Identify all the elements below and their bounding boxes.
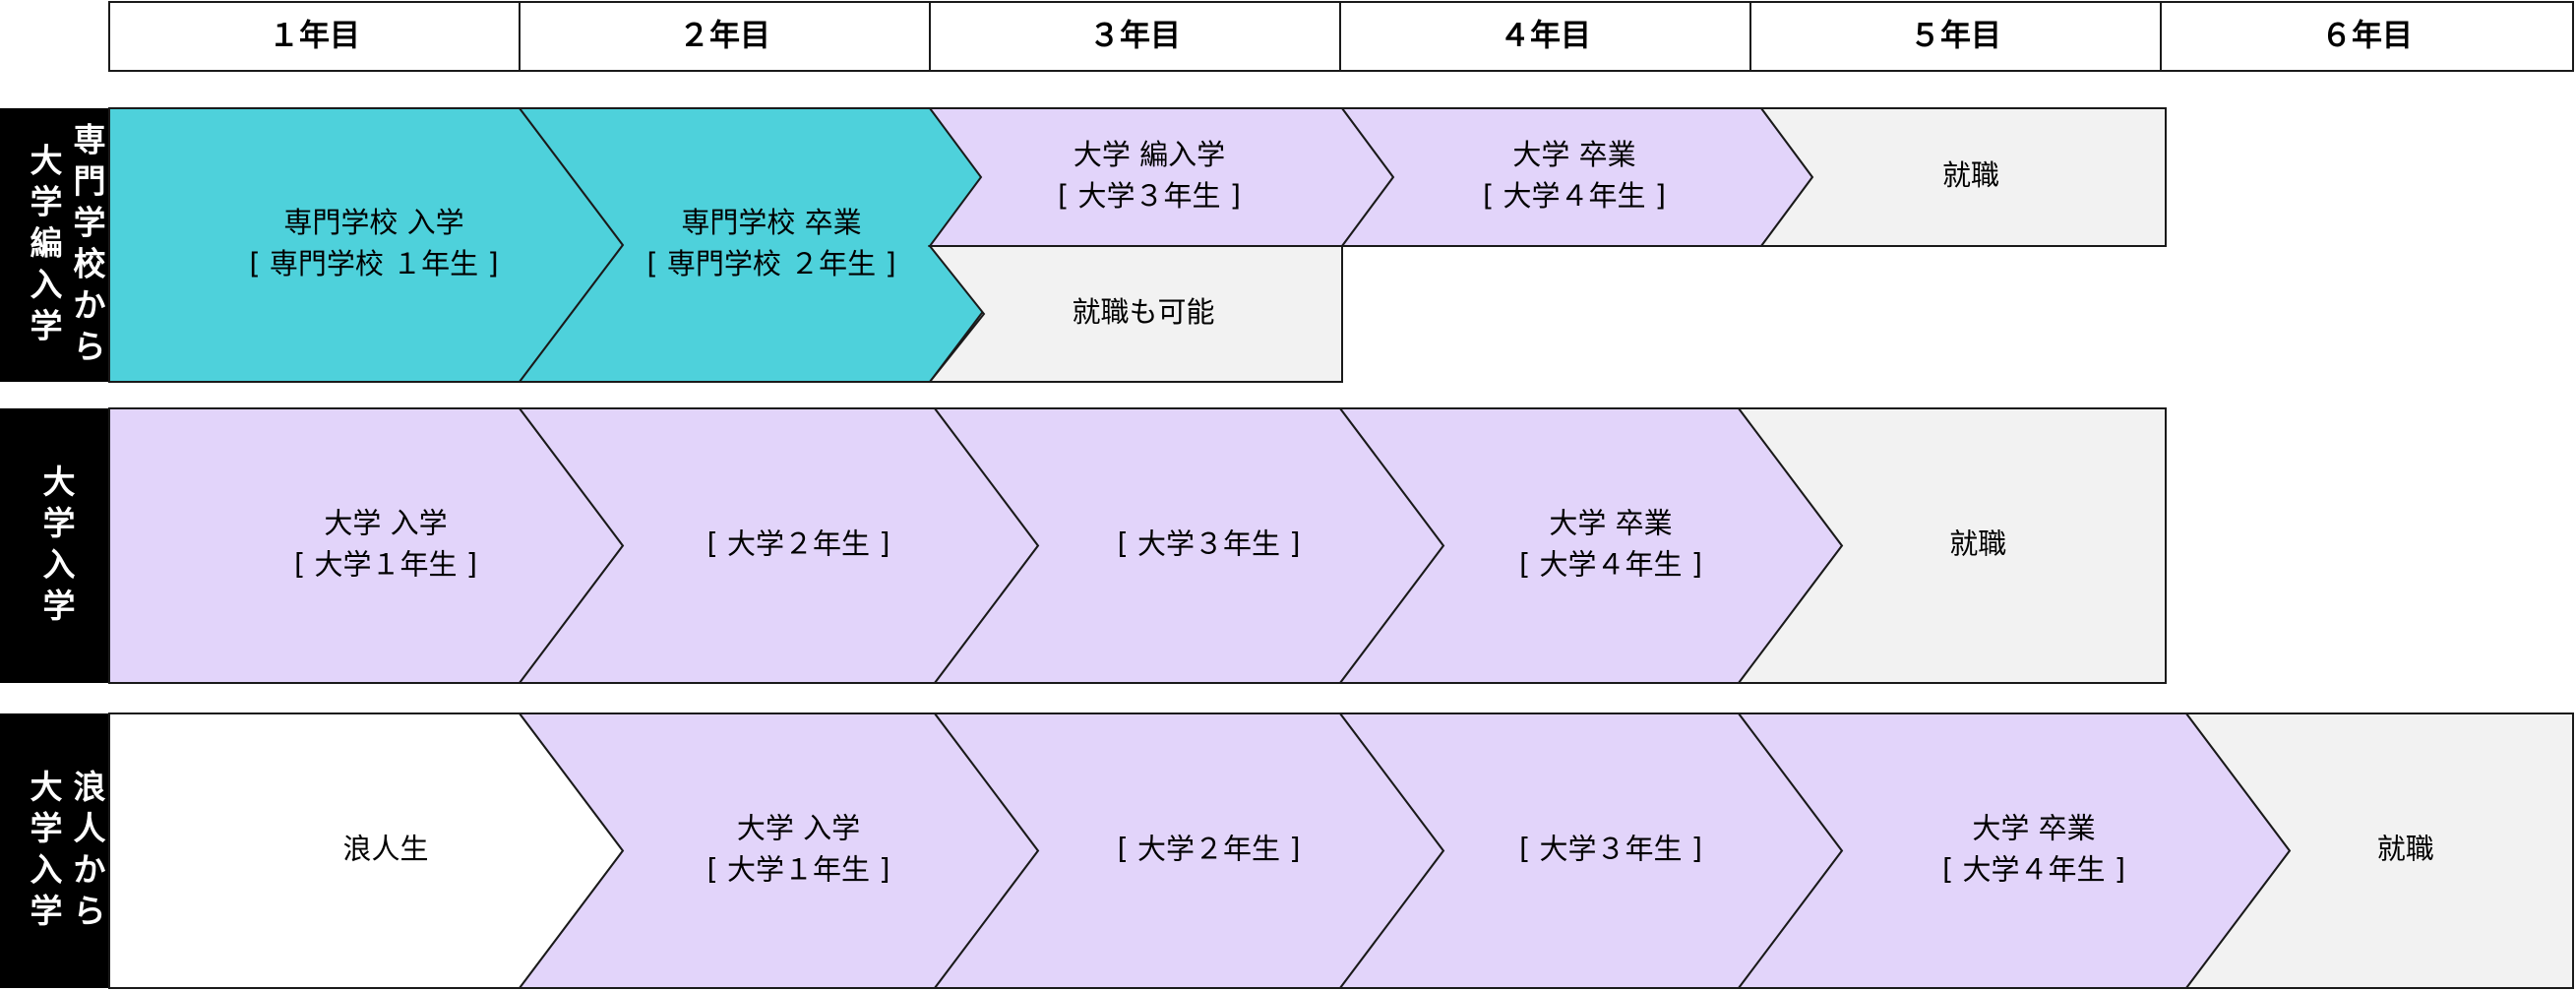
row-label-char: 大 (31, 142, 63, 180)
row-label-char: か (74, 850, 106, 889)
year-header-label: ５年目 (1910, 19, 2001, 54)
row-label-char: 学 (43, 504, 76, 542)
step-label: [ 大学１年生 ] (294, 548, 477, 582)
row-label-char: 門 (74, 162, 106, 201)
step-label: 大学 卒業 (1972, 812, 2095, 845)
step-label: 就職 (2377, 833, 2434, 866)
row-label-char: ら (74, 328, 106, 366)
year-header-label: ６年目 (2321, 19, 2413, 54)
row-label-char: ら (74, 892, 106, 930)
row-label-char: 入 (31, 850, 63, 889)
step-label: [ 大学２年生 ] (1117, 833, 1300, 866)
row-label-char: 浪 (74, 768, 106, 806)
step-label: 大学 編入学 (1073, 138, 1225, 171)
step-label: [ 専門学校 ２年生 ] (646, 247, 895, 280)
step-label: 大学 卒業 (1512, 138, 1635, 171)
step-end-box (1736, 407, 2167, 684)
row-label-char: 大 (31, 768, 63, 806)
step-end-box (2183, 712, 2574, 989)
step-label: [ 大学４年生 ] (1483, 179, 1666, 213)
row-label-char: 校 (74, 245, 106, 283)
row-label-char: 学 (31, 892, 63, 930)
step-label: 大学 入学 (737, 812, 860, 845)
row-label-char: 学 (31, 809, 63, 847)
row-label-char: 学 (43, 587, 76, 625)
year-header-cell (108, 1, 521, 72)
year-header-cell (1749, 1, 2162, 72)
branch-label: 就職も可能 (1072, 295, 1214, 329)
year-header-label: ４年目 (1500, 19, 1591, 54)
step-label: [ 大学１年生 ] (706, 853, 889, 887)
step-label: 大学 卒業 (1549, 507, 1672, 540)
row-label-char: 編 (31, 224, 63, 263)
step-chevron (928, 107, 1395, 247)
row-label-char: か (74, 286, 106, 325)
row-label-char: 専 (74, 121, 106, 159)
step-chevron (108, 107, 625, 383)
step-label: [ 専門学校 １年生 ] (249, 247, 498, 280)
step-chevron (108, 407, 625, 684)
step-end-box (1759, 107, 2167, 247)
row-label-char: 人 (74, 809, 106, 847)
row-label-char: 学 (31, 183, 63, 221)
step-label: [ 大学４年生 ] (1519, 548, 1702, 582)
step-label: 就職 (1949, 527, 2006, 561)
step-label: 大学 入学 (324, 507, 447, 540)
year-header-cell (929, 1, 1341, 72)
step-label: [ 大学２年生 ] (706, 527, 889, 561)
year-header-label: ２年目 (679, 19, 770, 54)
row-label-char: 大 (43, 463, 76, 501)
step-label: [ 大学３年生 ] (1519, 833, 1702, 866)
step-label: 専門学校 入学 (283, 206, 463, 239)
step-label: 就職 (1942, 158, 1999, 192)
year-header-label: ３年目 (1089, 19, 1181, 54)
row-label-char: 入 (31, 266, 63, 304)
step-chevron (1340, 107, 1814, 247)
year-header-row: １年目 ２年目 ３年目 ４年目 ５年目 ６年目 (108, 1, 2574, 72)
year-header-cell (519, 1, 931, 72)
row-label-char: 入 (43, 545, 76, 584)
row-label-char: 学 (31, 307, 63, 345)
row-label-char: 学 (74, 204, 106, 242)
step-label: [ 大学４年生 ] (1942, 853, 2125, 887)
year-header-label: １年目 (269, 19, 360, 54)
step-label: 浪人生 (342, 833, 428, 866)
step-label: 専門学校 卒業 (681, 206, 861, 239)
year-header-cell (2160, 1, 2574, 72)
step-label: [ 大学３年生 ] (1058, 179, 1241, 213)
step-label: [ 大学３年生 ] (1117, 527, 1300, 561)
